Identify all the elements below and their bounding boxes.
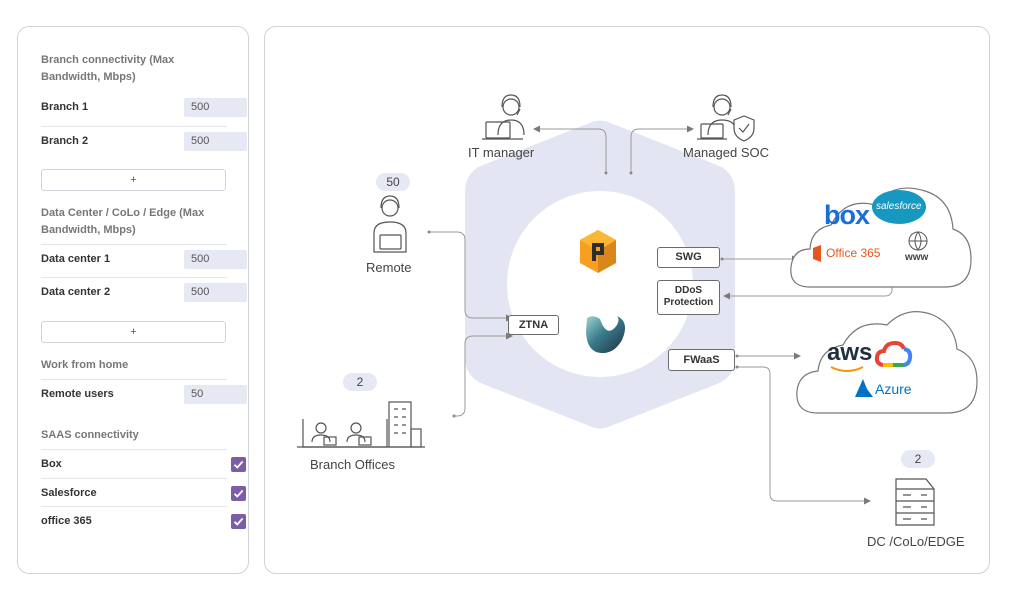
branch-connector xyxy=(454,335,509,417)
datacenter-row: Data center 1 500 xyxy=(41,244,247,273)
google-cloud-logo xyxy=(874,340,913,367)
fwaas-dc-connector xyxy=(737,366,867,502)
datacenter-icon xyxy=(895,478,935,526)
arrow-head xyxy=(506,332,513,340)
arrow-head xyxy=(687,125,694,133)
remote-users-input[interactable]: 50 xyxy=(184,385,247,404)
salesforce-checkbox[interactable] xyxy=(231,486,246,501)
office365-logo-icon xyxy=(813,245,821,262)
wfh-section-title: Work from home xyxy=(41,359,129,371)
remote-label: Remote xyxy=(366,260,412,275)
diagram-canvas xyxy=(297,94,978,526)
branch-row: Branch 1 500 xyxy=(41,93,247,122)
branch-office-icon xyxy=(297,401,425,448)
saas-row: Box xyxy=(41,449,246,478)
saas-label: Salesforce xyxy=(41,487,97,499)
datacenter-section-title: Data Center / CoLo / Edge (Max Bandwidth… xyxy=(41,207,205,236)
connector-dot xyxy=(452,414,456,418)
office365-checkbox[interactable] xyxy=(231,514,246,529)
arrow-head xyxy=(533,125,540,133)
dc-count-badge: 2 xyxy=(901,450,935,468)
it-manager-connector xyxy=(537,128,607,173)
branch-offices-label: Branch Offices xyxy=(310,457,396,472)
datacenter-bandwidth-input[interactable]: 500 xyxy=(184,283,247,302)
managed-soc-label: Managed SOC xyxy=(683,145,769,160)
branch-label: Branch 1 xyxy=(41,101,89,113)
box-checkbox[interactable] xyxy=(231,457,246,472)
arrow-head xyxy=(794,352,801,360)
aws-logo-text: aws xyxy=(827,339,873,366)
remote-users-label: Remote users xyxy=(41,388,114,400)
branch-section-title: Branch connectivity (Max Bandwidth, Mbps… xyxy=(41,54,175,83)
connector-dot xyxy=(427,230,431,234)
connector-dot xyxy=(629,171,633,175)
datacenter-label: Data center 2 xyxy=(41,286,111,298)
datacenter-label: Data center 1 xyxy=(41,253,111,265)
saas-label: Box xyxy=(41,458,62,470)
branch-bandwidth-input[interactable]: 500 xyxy=(184,132,247,151)
add-datacenter-button[interactable]: + xyxy=(41,321,226,343)
wave-logo xyxy=(586,316,626,354)
branch-bandwidth-input[interactable]: 500 xyxy=(184,98,247,117)
perimeter81-logo xyxy=(580,230,616,273)
branch-count-badge: 2 xyxy=(343,373,377,391)
salesforce-logo-text: salesforce xyxy=(876,201,922,212)
arrow-head xyxy=(723,292,730,300)
fwaas-box: FWaaS xyxy=(668,349,735,371)
saas-row: Salesforce xyxy=(41,478,246,507)
aws-smile xyxy=(830,366,864,372)
iaas-cloud xyxy=(796,311,978,414)
connector-dot xyxy=(735,365,739,369)
azure-logo-text: Azure xyxy=(875,381,912,397)
salesforce-logo-shape xyxy=(872,190,926,224)
managed-soc-icon xyxy=(697,94,755,142)
ztna-box: ZTNA xyxy=(508,315,559,335)
saas-label: office 365 xyxy=(41,515,92,527)
www-globe-icon xyxy=(908,231,928,251)
connector-dot xyxy=(720,257,724,261)
add-branch-button[interactable]: + xyxy=(41,169,226,191)
azure-logo-icon xyxy=(855,379,873,397)
branch-label: Branch 2 xyxy=(41,135,89,147)
www-label: www xyxy=(905,252,929,263)
remote-count-badge: 50 xyxy=(376,173,410,191)
dc-label: DC /CoLo/EDGE xyxy=(867,534,965,549)
box-logo-text: box xyxy=(824,200,870,230)
it-manager-label: IT manager xyxy=(468,145,535,160)
arrow-head xyxy=(864,497,871,505)
soc-connector xyxy=(630,128,690,173)
swg-box: SWG xyxy=(657,247,720,268)
ddos-protection-box: DDoS Protection xyxy=(657,280,720,315)
network-diagram: IT manager Managed SOC 50 Remote 2 Branc… xyxy=(264,26,990,574)
remote-connector xyxy=(429,231,509,319)
remote-user-icon xyxy=(373,195,407,253)
connector-dot xyxy=(604,171,608,175)
office365-logo-text: Office 365 xyxy=(826,246,881,260)
wfh-row: Remote users 50 xyxy=(41,379,247,408)
branch-row: Branch 2 500 xyxy=(41,126,247,155)
saas-row: office 365 xyxy=(41,506,246,535)
ddos-connector xyxy=(727,283,893,297)
saas-section-title: SAAS connectivity xyxy=(41,429,139,441)
datacenter-row: Data center 2 500 xyxy=(41,277,247,306)
config-panel: Branch connectivity (Max Bandwidth, Mbps… xyxy=(17,26,249,574)
connector-dot xyxy=(735,354,739,358)
it-manager-icon xyxy=(482,94,525,140)
datacenter-bandwidth-input[interactable]: 500 xyxy=(184,250,247,269)
